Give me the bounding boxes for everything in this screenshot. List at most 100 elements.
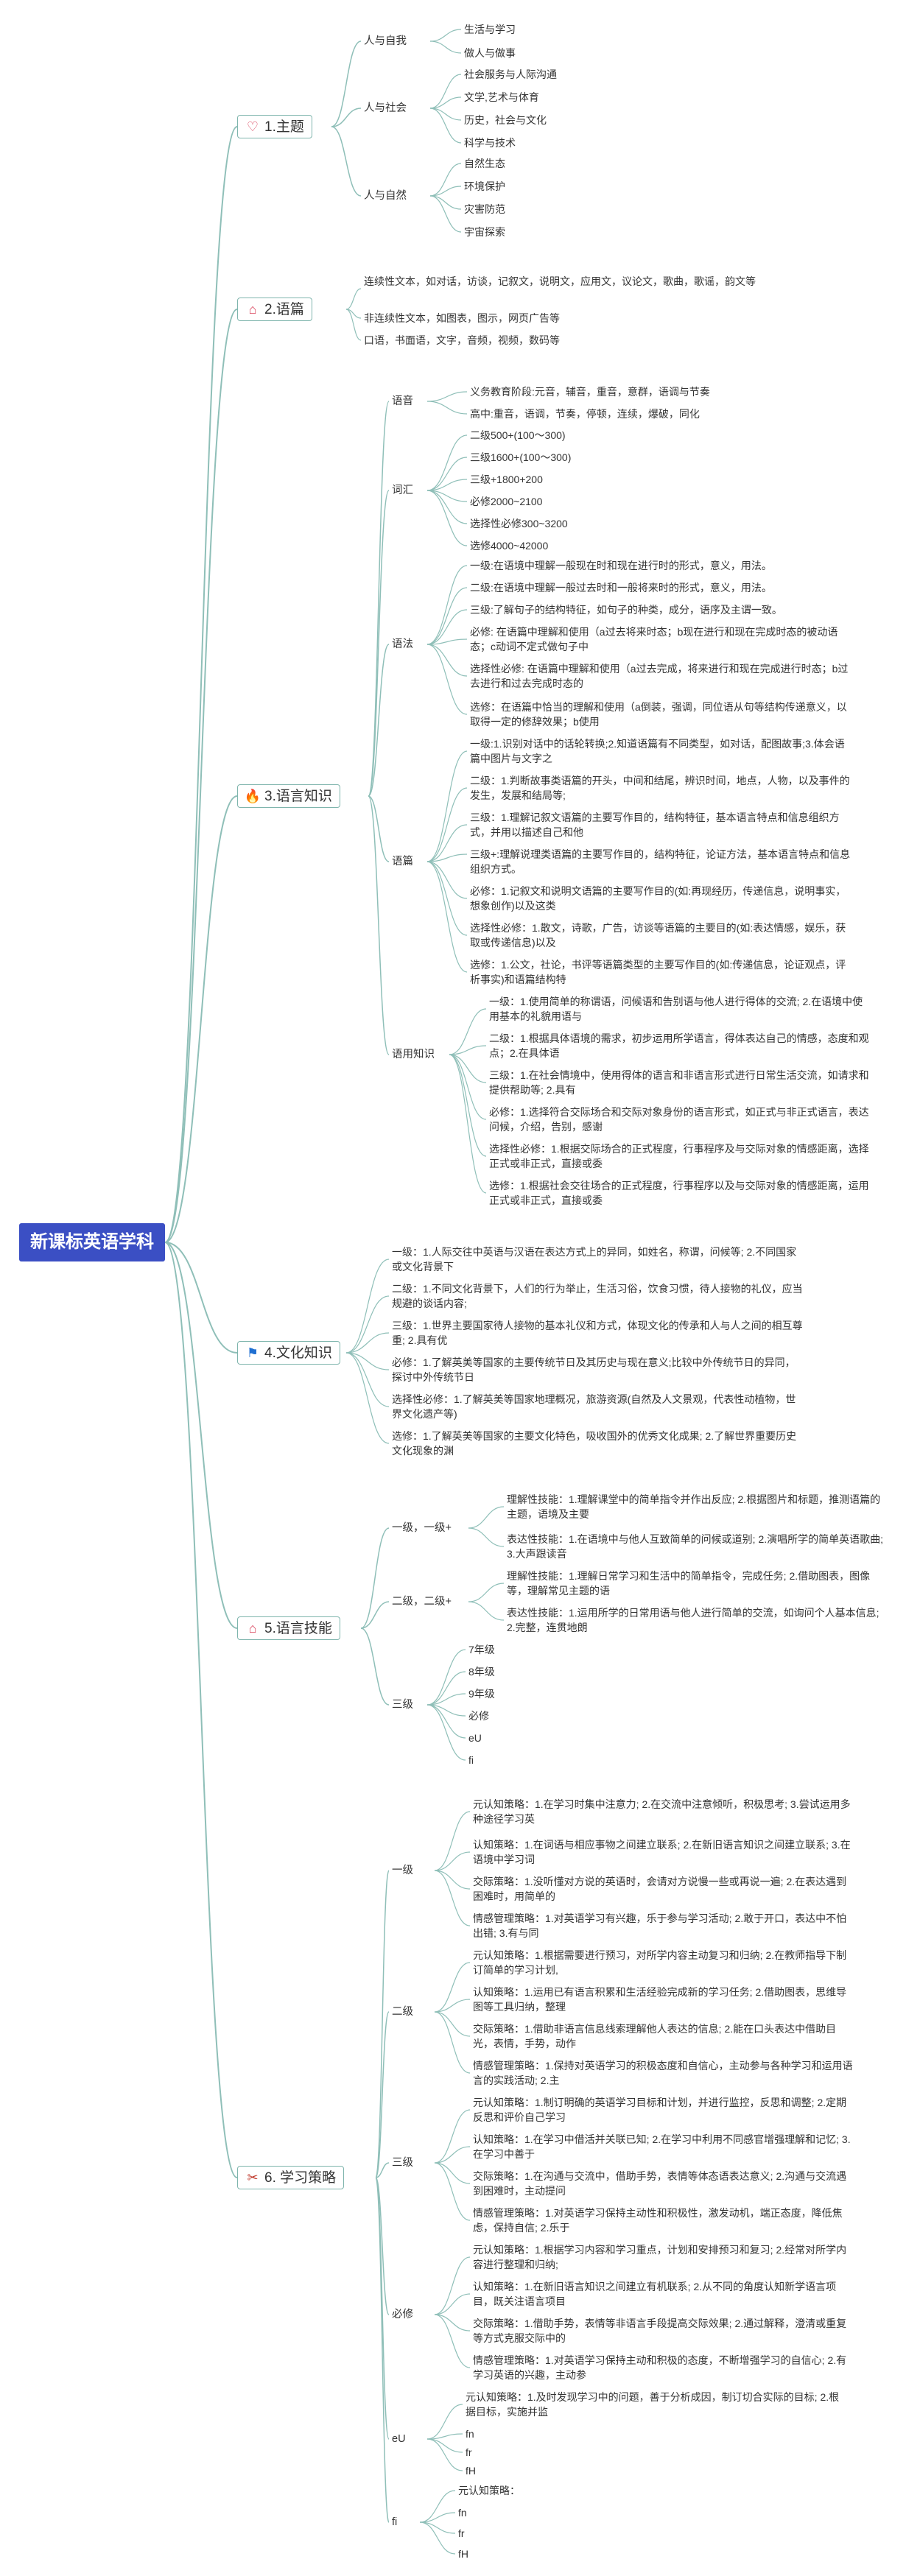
connector-line bbox=[368, 401, 390, 797]
leaf-item: 宇宙探索 bbox=[464, 226, 505, 238]
connector-line bbox=[345, 288, 362, 310]
connector-line bbox=[426, 401, 468, 415]
group-level2: 二级，二级+ bbox=[392, 1596, 452, 1608]
connector-line bbox=[434, 2314, 471, 2332]
leaf-item: 三级+1800+200 bbox=[470, 474, 543, 485]
leaf-item: fH bbox=[466, 2465, 476, 2477]
connector-line bbox=[429, 195, 462, 233]
connector-line bbox=[429, 41, 462, 54]
leaf-item: fr bbox=[466, 2446, 472, 2458]
connector-line bbox=[434, 1870, 471, 1890]
leaf-item: 7年级 bbox=[468, 1644, 495, 1655]
leaf-item: 三级：1.在社会情境中，使用得体的语言和非语言形式进行日常生活交流，如请求和提供… bbox=[489, 1069, 869, 1096]
leaf-item: 情感管理策略：1.对英语学习保持主动和积极的态度，不断增强学习的自信心; 2.有… bbox=[473, 2354, 847, 2381]
branch-learning-strategies[interactable]: ✂6. 学习策略 bbox=[237, 2166, 345, 2189]
leaf-item: 选择性必修：1.根据交际场合的正式程度，行事程序及与交际对象的情感距离，选择正式… bbox=[489, 1143, 869, 1169]
connector-line bbox=[426, 2438, 463, 2453]
flag-icon: ⚑ bbox=[246, 1345, 259, 1360]
connector-line bbox=[434, 2256, 471, 2315]
connector-line bbox=[375, 1870, 390, 2178]
connector-line bbox=[426, 490, 468, 546]
connector-line bbox=[449, 1054, 487, 1194]
leaf-item: 认知策略：1.运用已有语言积累和生活经验完成新的学习任务; 2.借助图表，思维导… bbox=[473, 1986, 847, 2013]
leaf-item: 三级1600+(100〜300) bbox=[470, 451, 572, 463]
leaf-item: 元认知策略：1.在学习时集中注意力; 2.在交流中注意倾听，积极思考; 3.尝试… bbox=[473, 1798, 851, 1825]
connector-line bbox=[375, 2011, 390, 2178]
leaf-item: 理解性技能：1.理解课堂中的简单指令并作出反应; 2.根据图片和标题，推测语篇的… bbox=[507, 1493, 881, 1520]
connector-line bbox=[368, 795, 390, 862]
connector-line bbox=[375, 2177, 390, 2523]
connector-line bbox=[434, 2293, 471, 2315]
connector-line bbox=[426, 565, 468, 645]
branch-discourse[interactable]: ⌂2.语篇 bbox=[237, 298, 312, 321]
connector-line bbox=[368, 490, 390, 797]
leaf-item: 表达性技能：1.在语境中与他人互致简单的问候或道别; 2.演唱所学的简单英语歌曲… bbox=[507, 1533, 884, 1560]
connector-line bbox=[164, 795, 238, 1243]
branch-topics[interactable]: ♡1.主题 bbox=[237, 115, 312, 138]
branch-culture[interactable]: ⚑4.文化知识 bbox=[237, 1341, 340, 1365]
connector-line bbox=[429, 29, 462, 42]
connector-line bbox=[164, 1242, 238, 1354]
leaf-item: 一级:1.识别对话中的话轮转换;2.知道语篇有不同类型，如对话，配图故事;3.体… bbox=[470, 738, 845, 764]
connector-line bbox=[345, 1332, 390, 1354]
leaf-item: 元认知策略： bbox=[458, 2485, 520, 2496]
leaf-item: 二级：1.根据具体语境的需求，初步运用所学语言，得体表达自己的情感，态度和观点；… bbox=[489, 1032, 869, 1059]
connector-line bbox=[468, 1601, 505, 1621]
leaf-item: 元认知策略：1.及时发现学习中的问题，善于分析成因，制订切合实际的目标; 2.根… bbox=[466, 2391, 840, 2418]
leaf-item: 文学,艺术与体育 bbox=[464, 91, 539, 103]
connector-line bbox=[345, 1352, 390, 1370]
connector-line bbox=[345, 1352, 390, 1444]
connector-line bbox=[419, 2490, 456, 2523]
connector-line bbox=[164, 1242, 238, 1629]
leaf-item: 连续性文本，如对话，访谈，记叙文，说明文，应用文，议论文，歌曲，歌谣，韵文等 bbox=[364, 275, 756, 287]
leaf-item: 理解性技能：1.理解日常学习和生活中的简单指令，完成任务; 2.借助图表，图像等… bbox=[507, 1570, 871, 1597]
leaf-item: 交际策略：1.借助非语言信息线索理解他人表达的信息; 2.能在口头表达中借助目光… bbox=[473, 2023, 837, 2049]
home-icon: ⌂ bbox=[248, 1621, 257, 1636]
leaf-item: 选修：1.根据社会交往场合的正式程度，行事程序以及与交际对象的情感距离，运用正式… bbox=[489, 1180, 869, 1206]
leaf-item: 选修4000~42000 bbox=[470, 540, 549, 552]
connector-line bbox=[426, 1704, 466, 1717]
connector-line bbox=[449, 1054, 487, 1157]
connector-line bbox=[426, 750, 468, 862]
connector-line bbox=[375, 2177, 390, 2315]
branch-language-skills[interactable]: ⌂5.语言技能 bbox=[237, 1616, 340, 1640]
leaf-item: 9年级 bbox=[468, 1688, 495, 1700]
leaf-item: 认知策略：1.在学习中借活并关联已知; 2.在学习中利用不同感官增强理解和记忆;… bbox=[473, 2133, 851, 2160]
leaf-item: 环境保护 bbox=[464, 180, 505, 192]
connector-line bbox=[429, 74, 462, 109]
leaf-item: 交际策略：1.借助手势，表情等非语言手段提高交际效果; 2.通过解释，澄清或重复… bbox=[473, 2318, 847, 2344]
connector-line bbox=[345, 309, 362, 341]
leaf-item: fi bbox=[468, 1754, 474, 1766]
connector-line bbox=[426, 1704, 466, 1739]
connector-line bbox=[426, 861, 468, 936]
leaf-item: 交际策略：1.在沟通与交流中，借助手势，表情等体态语表达意义; 2.沟通与交流遇… bbox=[473, 2170, 847, 2197]
leaf-item: 三级+:理解说理类语篇的主要写作目的，结构特征，论证方法，基本语言特点和信息组织… bbox=[470, 848, 851, 875]
group-fi: fi bbox=[392, 2516, 398, 2528]
connector-line bbox=[426, 587, 468, 645]
leaf-item: 社会服务与人际沟通 bbox=[464, 68, 557, 80]
connector-line bbox=[426, 861, 468, 973]
connector-line bbox=[468, 1583, 505, 1602]
branch-language-knowledge[interactable]: 🔥3.语言知识 bbox=[237, 784, 340, 808]
connector-line bbox=[426, 2438, 463, 2471]
connector-line bbox=[360, 1627, 390, 1706]
connector-line bbox=[426, 644, 468, 715]
leaf-item: 义务教育阶段:元音，辅音，重音，意群，语调与节奏 bbox=[470, 386, 710, 398]
connector-line bbox=[426, 609, 468, 645]
connector-line bbox=[426, 2404, 463, 2440]
connector-line bbox=[434, 2146, 471, 2164]
leaf-item: 情感管理策略：1.保持对英语学习的积极态度和自信心，主动参与各种学习和运用语言的… bbox=[473, 2060, 853, 2086]
connector-line bbox=[426, 457, 468, 491]
connector-line bbox=[426, 824, 468, 862]
group-level2: 二级 bbox=[392, 2006, 413, 2018]
leaf-item: 情感管理策略：1.对英语学习有兴趣，乐于参与学习活动; 2.敢于开口，表达中不怕… bbox=[473, 1912, 847, 1939]
connector-line bbox=[429, 163, 462, 197]
connector-line bbox=[419, 2512, 456, 2523]
leaf-item: 必修: 在语篇中理解和使用（a过去将来时态；b现在进行和现在完成时态的被动语态；… bbox=[470, 626, 838, 652]
leaf-item: 历史，社会与文化 bbox=[464, 114, 547, 126]
leaf-item: 元认知策略：1.制订明确的英语学习目标和计划，并进行监控，反思和调整; 2.定期… bbox=[473, 2097, 847, 2123]
connector-line bbox=[434, 2011, 471, 2037]
leaf-item: 选修：1.了解英美等国家的主要文化特色，吸收国外的优秀文化成果; 2.了解世界重… bbox=[392, 1430, 797, 1457]
leaf-item: 选修：1.公文，社论，书评等语篇类型的主要写作目的(如:传递信息，论证观点，评析… bbox=[470, 959, 846, 985]
